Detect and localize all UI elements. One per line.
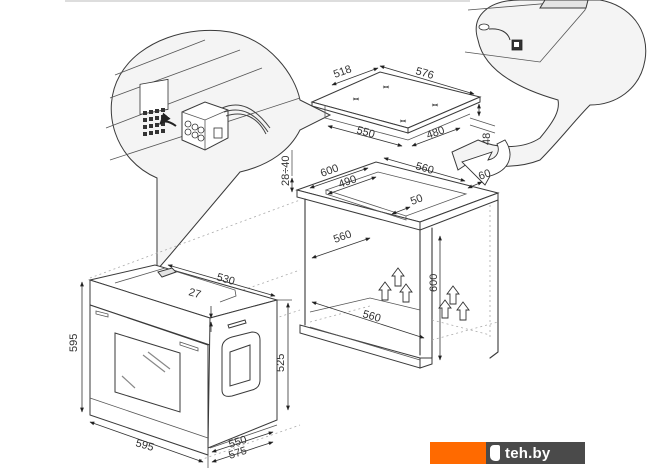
logo-accent	[430, 442, 486, 464]
socket-icon	[139, 78, 169, 136]
hob-cutout-depth-label: 480	[425, 124, 446, 142]
oven-body-height-label: 525	[275, 354, 287, 372]
oven-body-depth-label: 530	[215, 271, 236, 288]
niche-height-label: 600	[428, 274, 440, 292]
front-gap-label: 60	[477, 167, 493, 182]
watermark-logo: teh.by	[430, 442, 585, 464]
cable-callout	[451, 0, 647, 171]
cutout-width-label: 560	[414, 160, 435, 177]
oven-front-width-label: 595	[134, 437, 155, 454]
logo-body: teh.by	[486, 442, 585, 464]
worktop-thickness-label: 28÷40	[280, 155, 292, 186]
logo-icon	[490, 445, 500, 461]
worktop-depth-label: 600	[319, 162, 340, 180]
connector-callout	[105, 29, 332, 272]
oven-front-height-label: 595	[68, 334, 80, 352]
oven	[80, 264, 292, 468]
rear-gap-label: 50	[409, 192, 425, 207]
hob-depth-label: 518	[332, 63, 353, 81]
ventilation-arrows-icon	[378, 267, 470, 321]
power-plug-icon	[478, 23, 523, 51]
hob-height-label: 48	[481, 133, 493, 145]
hob	[310, 65, 496, 147]
hob-width-label: 576	[414, 65, 435, 82]
plug-connector-icon	[181, 101, 271, 151]
niche-width-bottom-label: 560	[361, 308, 382, 325]
cutout-depth-label: 490	[337, 173, 358, 191]
flow-arrow-icon	[461, 139, 511, 186]
oven-depth-total-label: 575	[227, 445, 248, 462]
niche-width-top-label: 560	[332, 228, 353, 246]
logo-text: teh.by	[505, 444, 551, 462]
hob-cutout-width-label: 550	[355, 124, 376, 141]
plug-in-arrow-icon	[159, 112, 177, 127]
cabinet	[290, 150, 500, 369]
guide-line	[89, 199, 301, 279]
oven-top-offset-label: 27	[187, 286, 202, 301]
oven-depth-panel-label: 550	[227, 434, 248, 451]
